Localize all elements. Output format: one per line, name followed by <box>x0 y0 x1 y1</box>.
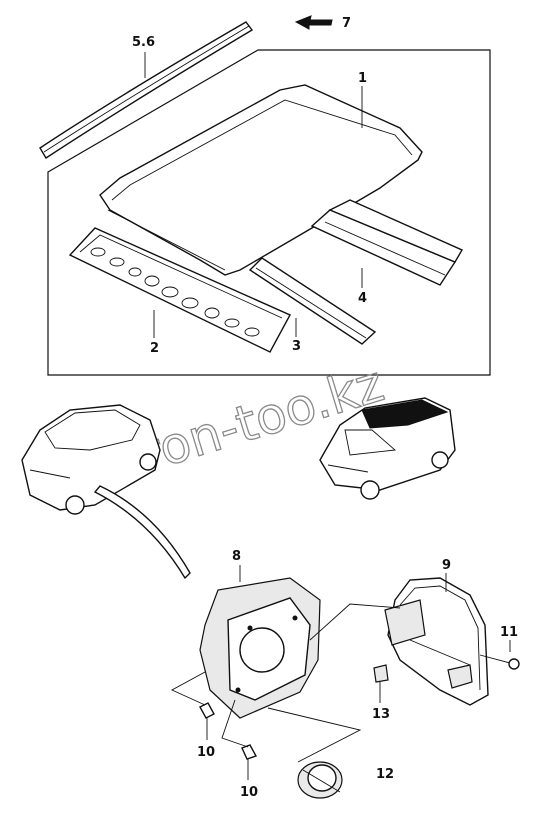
callout-4: 4 <box>358 291 367 306</box>
molding-strip-curve <box>93 485 191 580</box>
callout-1: 1 <box>358 71 367 86</box>
grommet-lower <box>241 744 258 780</box>
callout-7: 7 <box>342 16 351 31</box>
roof-molding-strip <box>39 21 254 159</box>
grommet-upper <box>199 702 215 740</box>
front-roof-rail <box>68 227 291 353</box>
fuel-filler-door <box>384 577 489 706</box>
rail-holes <box>90 247 260 337</box>
callout-12: 12 <box>376 767 394 782</box>
fuel-filler-housing <box>199 577 321 719</box>
clip <box>373 664 389 683</box>
roof-panel <box>99 84 423 276</box>
fuel-cap <box>297 761 343 799</box>
roof-bow-center <box>248 257 377 345</box>
screw <box>479 654 520 670</box>
rear-roof-rail <box>310 199 463 286</box>
callout-10-lower: 10 <box>240 785 258 800</box>
callout-2: 2 <box>150 341 159 356</box>
callout-8: 8 <box>232 549 241 564</box>
direction-arrow <box>294 15 333 30</box>
callout-3: 3 <box>292 339 301 354</box>
callout-9: 9 <box>442 558 451 573</box>
callout-11: 11 <box>500 625 518 640</box>
minicar-front-view <box>319 397 456 500</box>
roof-group-frame <box>47 49 491 376</box>
leader-lines <box>144 52 511 763</box>
callout-10-upper: 10 <box>197 745 215 760</box>
callout-5-6: 5.6 <box>132 35 155 50</box>
hatchback-car-rear-view <box>21 404 161 515</box>
callout-13: 13 <box>372 707 390 722</box>
